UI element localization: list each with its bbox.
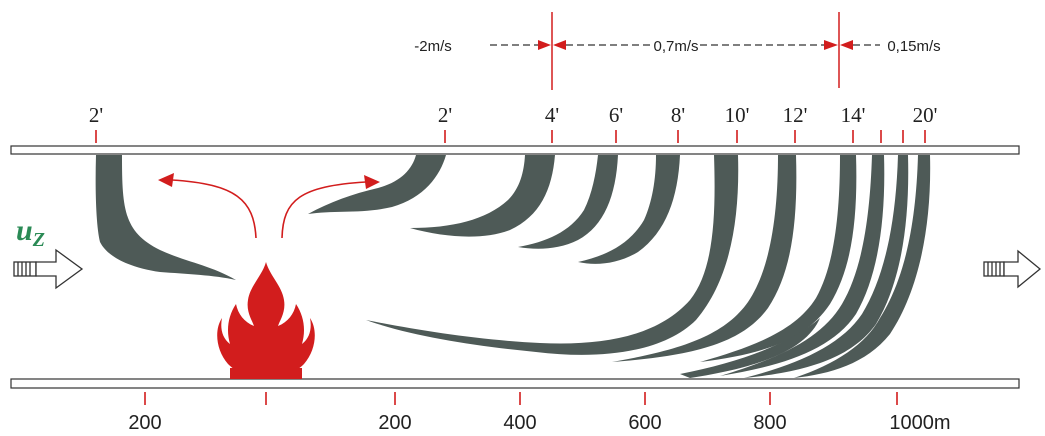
time-label-20: 20' [913,103,938,127]
time-label-14: 14' [841,103,866,127]
fire-icon [217,262,315,379]
distance-label-800: 800 [753,412,786,434]
flow-velocity-label: uZ [16,214,45,251]
hot-gas-arrows [158,173,380,239]
smoke-layers [95,155,931,378]
time-label-6: 6' [609,103,623,127]
distance-label-600: 600 [628,412,661,434]
distance-ticks [144,392,898,405]
velocity-label-upstream: -2m/s [414,38,452,55]
distance-label-400: 400 [503,412,536,434]
tunnel-floor [10,378,1020,389]
time-label-10: 10' [725,103,750,127]
tunnel-ceiling [10,145,1020,155]
time-ticks [95,130,926,143]
time-label-4: 4' [545,103,559,127]
distance-label-200-upstream: 200 [128,412,161,434]
outflow-arrow-icon [983,249,1042,289]
velocity-arrows [538,40,853,50]
time-label-2-upstream: 2' [89,103,103,127]
distance-label-200: 200 [378,412,411,434]
time-label-8: 8' [671,103,685,127]
distance-label-1000m: 1000m [889,412,950,434]
time-label-2: 2' [438,103,452,127]
velocity-label-middle: 0,7m/s [653,38,698,55]
inflow-arrow-icon [13,248,84,290]
time-label-12: 12' [783,103,808,127]
velocity-label-downstream: 0,15m/s [887,38,940,55]
